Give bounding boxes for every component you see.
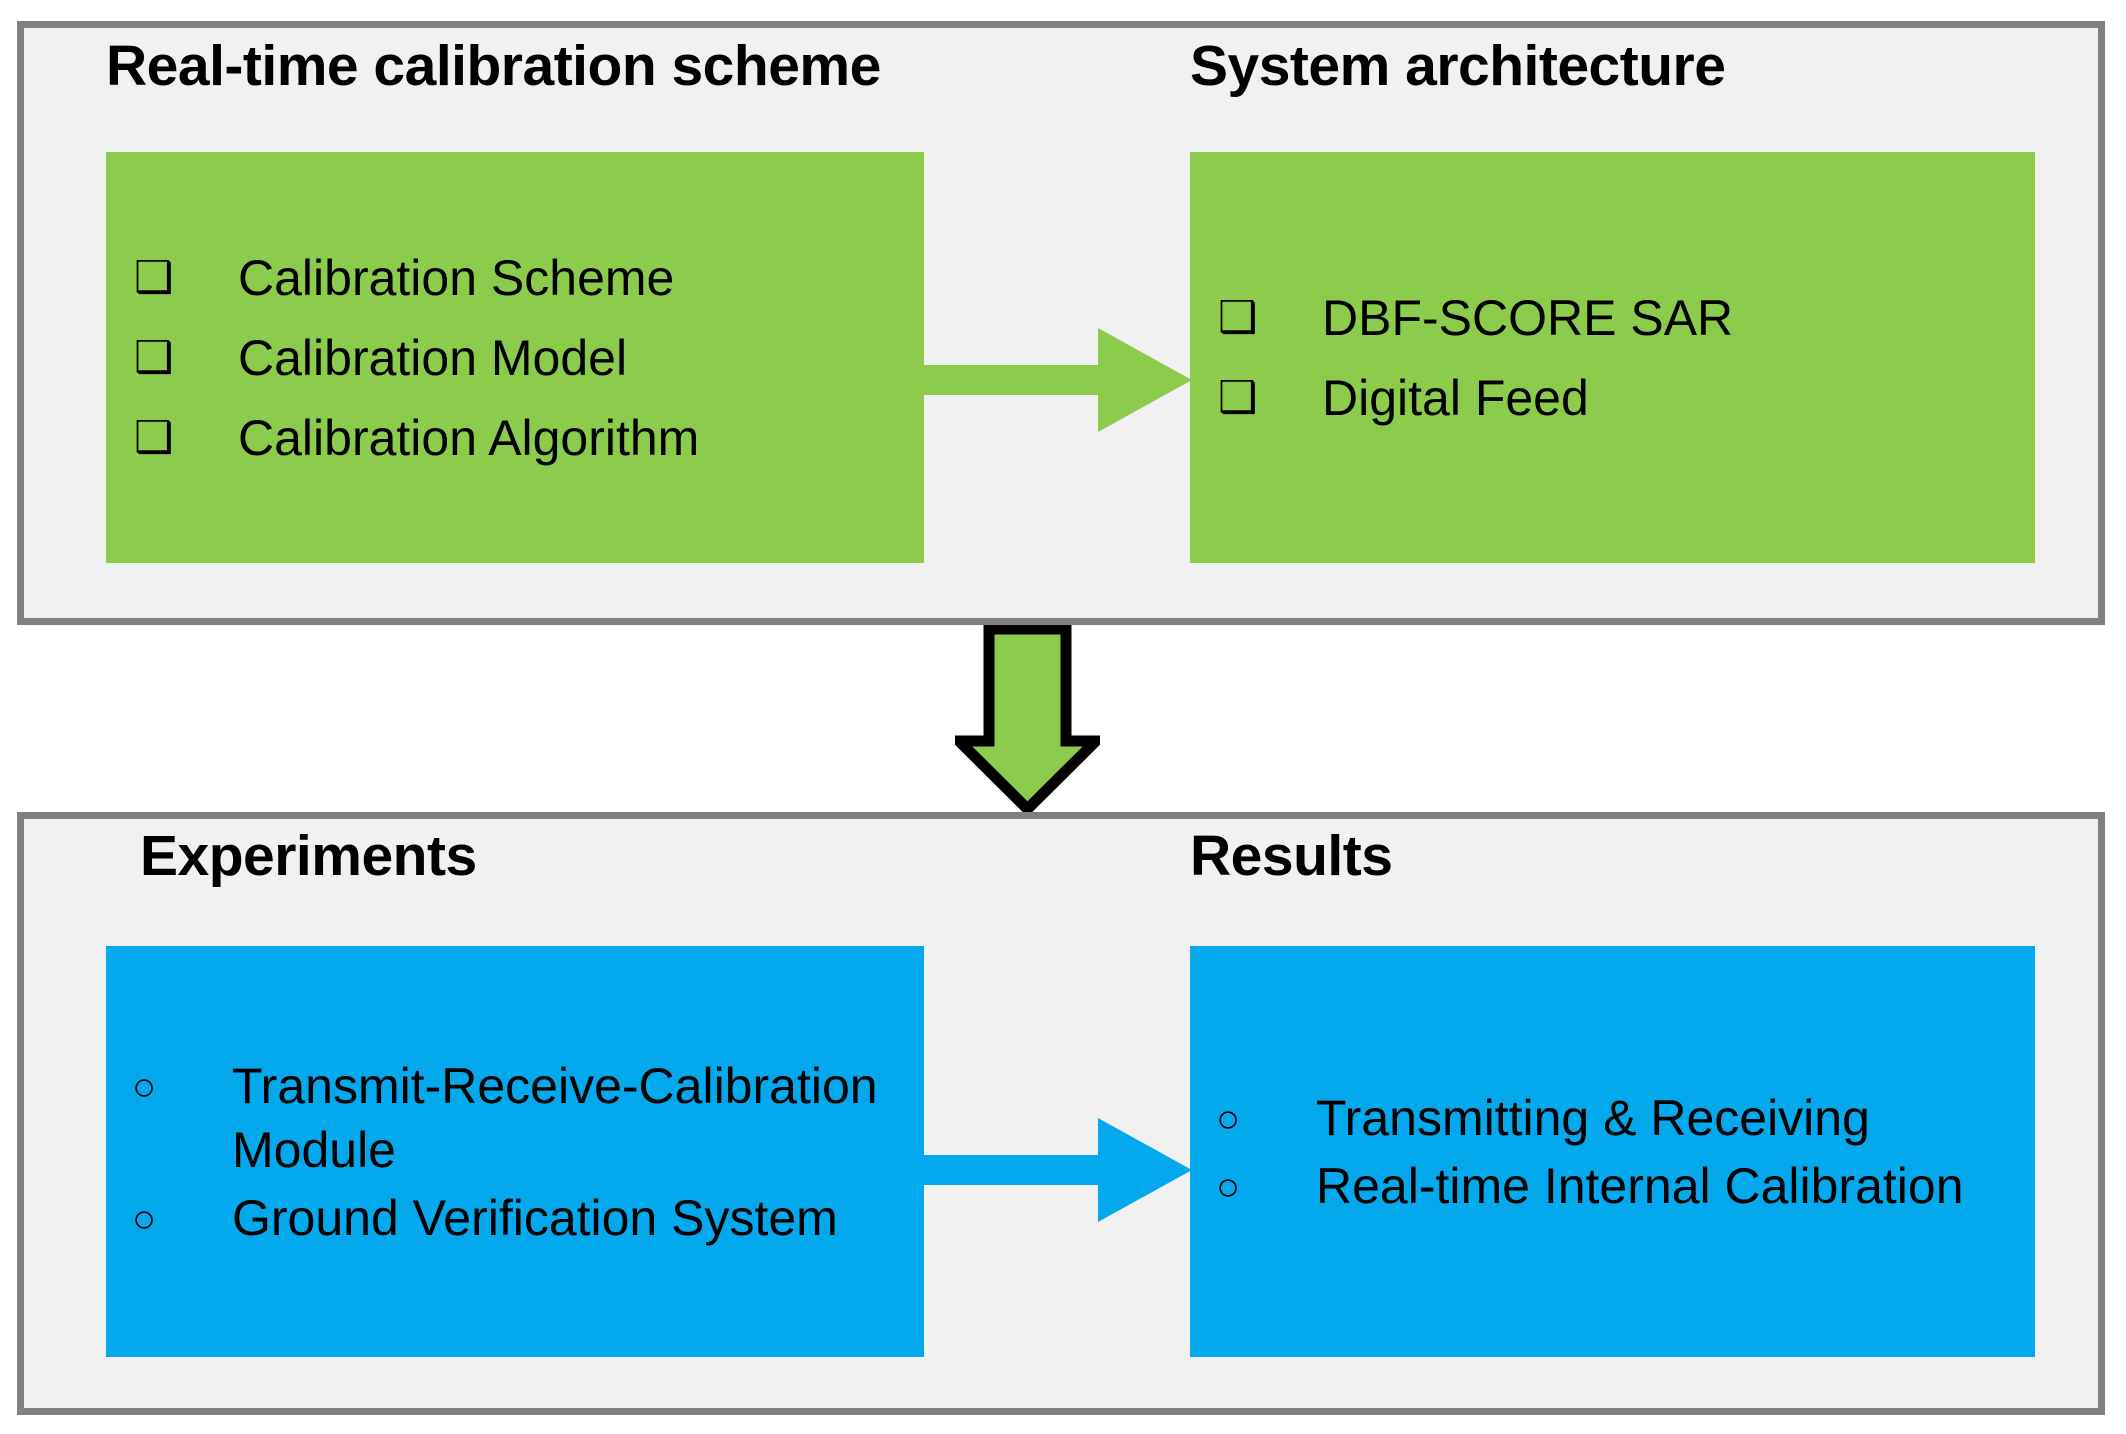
- list-item-label: DBF-SCORE SAR: [1322, 289, 1734, 346]
- system-architecture-list: ❑ DBF-SCORE SAR ❑ Digital Feed: [1190, 286, 2035, 430]
- square-bullet-icon: ❑: [134, 332, 174, 382]
- list-item-label: Calibration Scheme: [238, 249, 675, 306]
- circle-bullet-icon: ○: [132, 1196, 157, 1241]
- down-arrow-icon: [955, 625, 1100, 813]
- heading-system-architecture: System architecture: [1190, 34, 1726, 98]
- experiments-box: ○ Transmit-Receive-Calibration Module ○ …: [106, 946, 924, 1357]
- calibration-scheme-list: ❑ Calibration Scheme ❑ Calibration Model…: [106, 246, 924, 470]
- list-item-label: Transmitting & Receiving: [1316, 1089, 1870, 1146]
- results-list: ○ Transmitting & Receiving ○ Real-time I…: [1190, 1086, 2035, 1218]
- list-item-label: Ground Verification System: [232, 1189, 838, 1246]
- list-item-label: Digital Feed: [1322, 369, 1589, 426]
- list-item-label: Calibration Algorithm: [238, 409, 700, 466]
- list-item: ❑ Calibration Scheme: [106, 246, 924, 310]
- square-bullet-icon: ❑: [1218, 372, 1258, 422]
- calibration-scheme-box: ❑ Calibration Scheme ❑ Calibration Model…: [106, 152, 924, 563]
- list-item: ○ Ground Verification System: [106, 1186, 924, 1250]
- experiments-list: ○ Transmit-Receive-Calibration Module ○ …: [106, 1054, 924, 1250]
- right-arrow-icon-top: [920, 320, 1192, 440]
- circle-bullet-icon: ○: [1216, 1164, 1241, 1209]
- square-bullet-icon: ❑: [1218, 292, 1258, 342]
- heading-experiments: Experiments: [140, 824, 477, 888]
- list-item: ❑ DBF-SCORE SAR: [1190, 286, 2035, 350]
- list-item-label: Calibration Model: [238, 329, 628, 386]
- list-item-label: Transmit-Receive-Calibration Module: [232, 1057, 878, 1178]
- heading-real-time-calibration-scheme: Real-time calibration scheme: [106, 34, 881, 98]
- heading-results: Results: [1190, 824, 1393, 888]
- list-item: ❑ Digital Feed: [1190, 366, 2035, 430]
- results-box: ○ Transmitting & Receiving ○ Real-time I…: [1190, 946, 2035, 1357]
- list-item-label: Real-time Internal Calibration: [1316, 1157, 1964, 1214]
- list-item: ❑ Calibration Model: [106, 326, 924, 390]
- list-item: ○ Transmit-Receive-Calibration Module: [106, 1054, 924, 1182]
- right-arrow-icon-bottom: [920, 1110, 1192, 1230]
- list-item: ○ Real-time Internal Calibration: [1190, 1154, 2035, 1218]
- circle-bullet-icon: ○: [1216, 1096, 1241, 1141]
- list-item: ❑ Calibration Algorithm: [106, 406, 924, 470]
- square-bullet-icon: ❑: [134, 252, 174, 302]
- system-architecture-box: ❑ DBF-SCORE SAR ❑ Digital Feed: [1190, 152, 2035, 563]
- circle-bullet-icon: ○: [132, 1064, 157, 1109]
- square-bullet-icon: ❑: [134, 412, 174, 462]
- list-item: ○ Transmitting & Receiving: [1190, 1086, 2035, 1150]
